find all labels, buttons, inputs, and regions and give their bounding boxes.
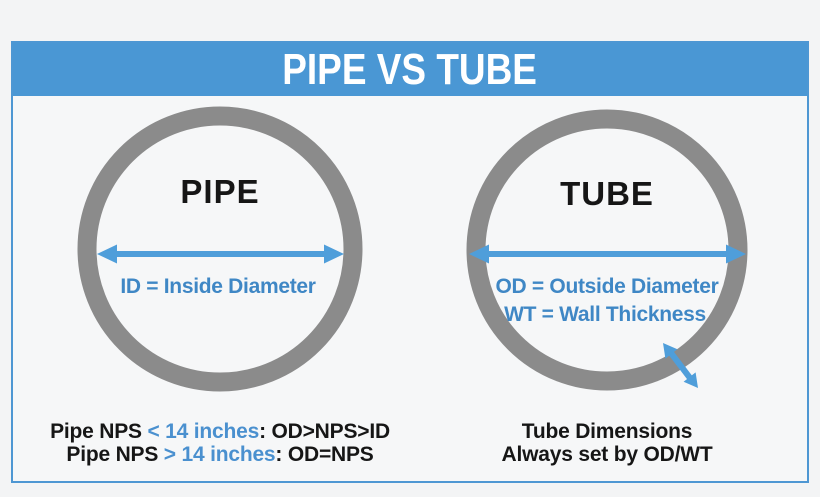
inside-diameter-label: ID = Inside Diameter (120, 275, 316, 298)
inside-diameter-arrow (97, 244, 344, 264)
pipe-note-line1: Pipe NPS < 14 inches: OD>NPS>ID (27, 420, 413, 443)
wall-thickness-label: WT = Wall Thickness (504, 303, 706, 326)
pipe-label: PIPE (180, 173, 260, 210)
pipe-note-line2: Pipe NPS > 14 inches: OD=NPS (27, 443, 413, 466)
pipe-note-line2-post: : OD=NPS (275, 443, 374, 466)
pipe-note-line2-pre: Pipe NPS (66, 443, 164, 466)
pipe-note-line1-post: : OD>NPS>ID (259, 420, 390, 443)
tube-note: Tube Dimensions Always set by OD/WT (414, 420, 800, 466)
tube-ring-circle (466, 109, 748, 391)
tube-note-line1: Tube Dimensions (521, 420, 693, 443)
wall-thickness-arrow (663, 343, 698, 388)
pipe-note-line2-highlight: > 14 inches (163, 443, 276, 466)
pipe-note-line1-pre: Pipe NPS (50, 420, 148, 443)
header-bar: PIPE VS TUBE (13, 43, 807, 96)
pipe-ring-circle (77, 106, 363, 392)
infographic-panel: PIPE VS TUBE (11, 41, 809, 483)
pipe-note: Pipe NPS < 14 inches: OD>NPS>ID Pipe NPS… (27, 420, 413, 466)
tube-note-line2: Always set by OD/WT (501, 443, 713, 466)
pipe-note-line1-highlight: < 14 inches (147, 420, 260, 443)
outside-diameter-label: OD = Outside Diameter (495, 275, 719, 298)
outside-diameter-arrow (469, 244, 746, 264)
page-title: PIPE VS TUBE (282, 45, 538, 94)
tube-label: TUBE (560, 175, 654, 212)
